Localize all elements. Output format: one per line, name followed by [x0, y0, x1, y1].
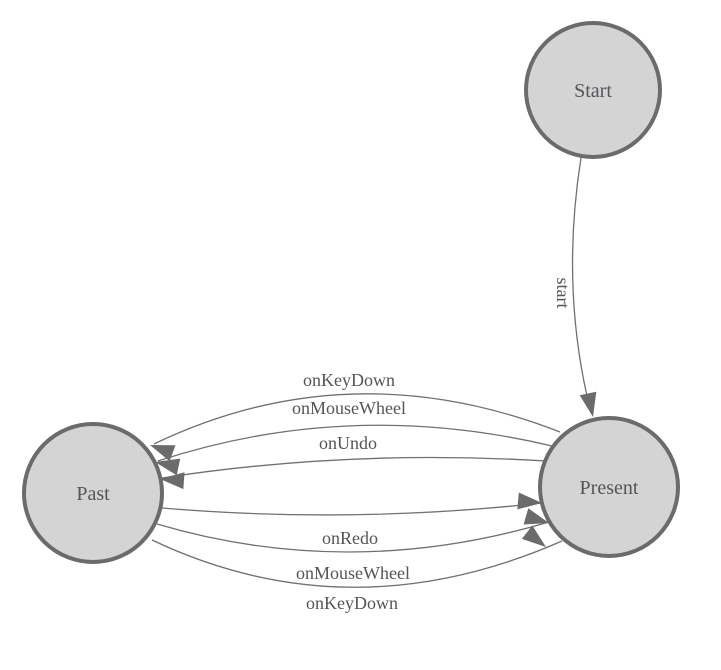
- edge-present-to-past-onmousewheel[interactable]: [157, 424, 553, 462]
- state-node-present[interactable]: [538, 416, 680, 558]
- edge-label-start-to-present: start: [553, 278, 573, 309]
- edge-past-to-present-onkeydown[interactable]: [151, 539, 563, 588]
- state-label-past: Past: [76, 483, 110, 505]
- arrowhead-icon: [160, 472, 185, 490]
- edge-past-to-present-onredo[interactable]: [161, 502, 543, 516]
- arrowhead-icon: [155, 458, 181, 476]
- arrowhead-icon: [517, 492, 542, 510]
- state-node-past[interactable]: [22, 422, 164, 564]
- edge-present-to-past-onkeydown[interactable]: [153, 393, 561, 445]
- edge-label-present-to-past-onundo: onUndo: [319, 433, 377, 453]
- edge-label-past-to-present-onmousewheel: onMouseWheel: [296, 563, 410, 583]
- edge-label-present-to-past-onmousewheel: onMouseWheel: [292, 398, 406, 418]
- arrowhead-icon: [579, 391, 597, 417]
- arrowhead-icon: [521, 525, 546, 547]
- edge-label-past-to-present-onkeydown: onKeyDown: [306, 593, 398, 613]
- state-label-start: Start: [574, 80, 612, 102]
- edge-present-to-past-onundo[interactable]: [161, 456, 547, 479]
- arrowhead-icon: [523, 508, 549, 525]
- edge-label-present-to-past-onkeydown: onKeyDown: [303, 370, 395, 390]
- state-label-present: Present: [580, 477, 639, 499]
- state-node-start[interactable]: [524, 21, 662, 159]
- edge-start-to-present[interactable]: [571, 157, 592, 414]
- edge-past-to-present-onmousewheel[interactable]: [156, 521, 550, 553]
- edge-label-past-to-present-onredo: onRedo: [322, 528, 378, 548]
